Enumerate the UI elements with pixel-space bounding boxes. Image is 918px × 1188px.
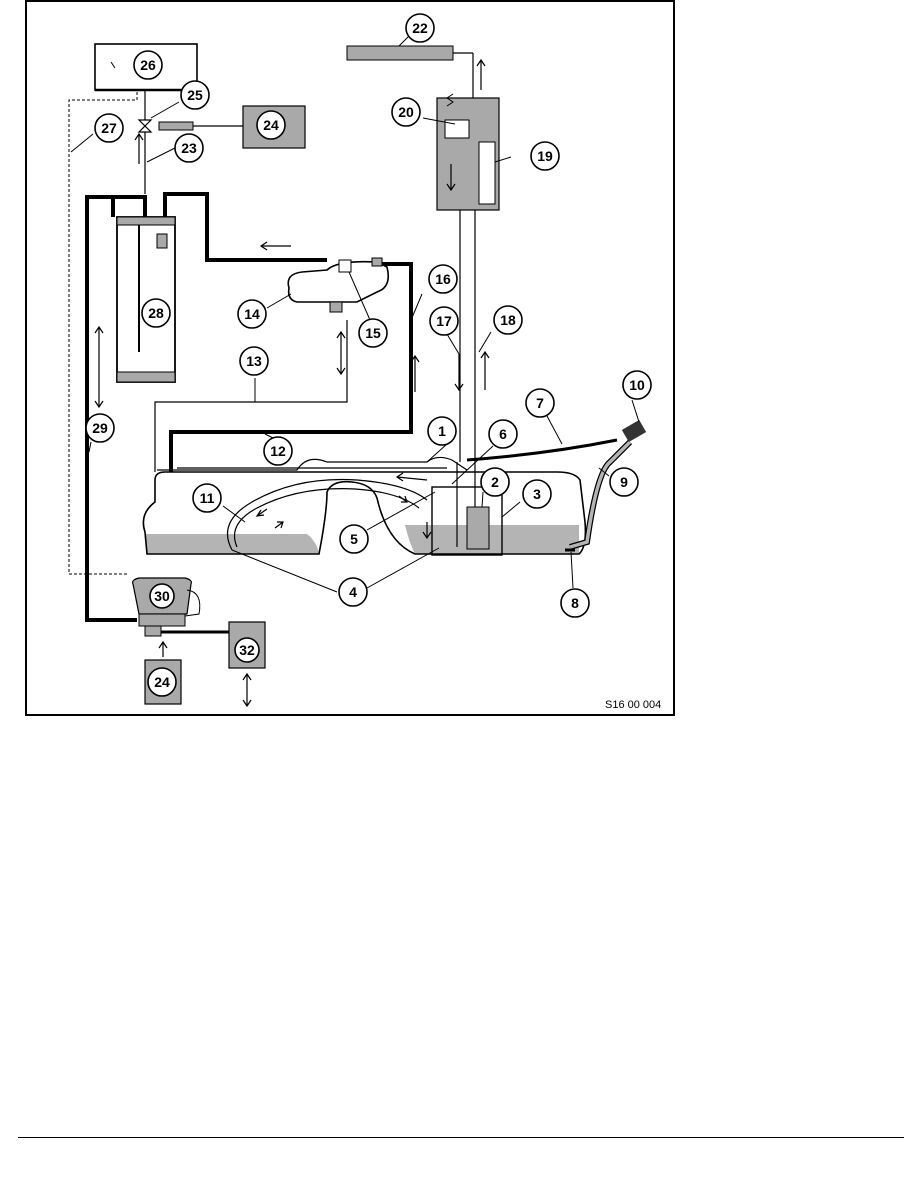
svg-text:23: 23 xyxy=(181,140,197,156)
svg-text:24: 24 xyxy=(263,117,279,133)
flow-arrows xyxy=(94,58,490,708)
callout-16: 16 xyxy=(428,264,458,294)
tank-fuel-level xyxy=(145,534,319,554)
svg-text:17: 17 xyxy=(436,313,452,329)
callout-19: 19 xyxy=(530,141,560,171)
callout-10: 10 xyxy=(622,370,652,400)
callout-30: 30 xyxy=(149,583,175,609)
callout-12: 12 xyxy=(263,436,293,466)
swirl-pot xyxy=(431,486,503,556)
figure-code: S16 00 004 xyxy=(605,699,661,711)
callout-14: 14 xyxy=(237,299,267,329)
callout-27: 27 xyxy=(94,113,124,143)
svg-text:25: 25 xyxy=(187,87,203,103)
callout-25: 25 xyxy=(180,80,210,110)
suction-jet-line-inner xyxy=(233,488,420,548)
vent-line-29b xyxy=(113,195,147,217)
pressure-regulator xyxy=(444,119,470,139)
callout-17: 17 xyxy=(429,306,459,336)
fuel-pump xyxy=(466,506,490,550)
callout-2: 2 xyxy=(480,467,510,497)
vent-line-29 xyxy=(85,195,137,622)
svg-text:6: 6 xyxy=(499,426,507,442)
svg-text:14: 14 xyxy=(244,306,260,322)
callout-6: 6 xyxy=(488,419,518,449)
svg-text:20: 20 xyxy=(398,104,414,120)
svg-text:9: 9 xyxy=(620,474,628,490)
callout-7: 7 xyxy=(525,388,555,418)
callout-8: 8 xyxy=(560,588,590,618)
callout-5: 5 xyxy=(339,524,369,554)
callout-23: 23 xyxy=(174,133,204,163)
svg-text:7: 7 xyxy=(536,395,544,411)
svg-text:32: 32 xyxy=(239,642,255,658)
svg-text:5: 5 xyxy=(350,531,358,547)
fuel-tank xyxy=(142,419,647,556)
figure-frame: 1 2 3 4 5 6 7 8 9 10 11 12 13 14 15 16 1… xyxy=(25,0,675,716)
callout-1: 1 xyxy=(427,416,457,446)
filler-neck-inner xyxy=(569,440,632,549)
svg-text:2: 2 xyxy=(491,474,499,490)
svg-text:8: 8 xyxy=(571,595,579,611)
svg-text:29: 29 xyxy=(92,420,108,436)
svg-text:3: 3 xyxy=(533,486,541,502)
svg-text:12: 12 xyxy=(270,443,286,459)
callout-22: 22 xyxy=(405,13,435,43)
dashed-signal-line xyxy=(68,92,138,575)
expansion-tank xyxy=(287,260,390,303)
svg-text:11: 11 xyxy=(200,490,215,506)
canister-outlet-line xyxy=(163,192,327,262)
svg-text:13: 13 xyxy=(246,353,262,369)
footer-rule xyxy=(18,1137,904,1138)
fuel-rail xyxy=(346,45,454,61)
svg-text:19: 19 xyxy=(537,148,553,164)
callout-15: 15 xyxy=(358,318,388,348)
svg-text:4: 4 xyxy=(349,584,357,600)
tank-top-ridge xyxy=(157,456,468,471)
callout-11: 11 xyxy=(192,483,222,513)
callout-29: 29 xyxy=(85,413,115,443)
callout-24-top: 24 xyxy=(256,110,286,140)
vent-line xyxy=(466,438,618,462)
leader-lines xyxy=(70,35,640,593)
callout-24-bottom: 24 xyxy=(147,667,177,697)
callout-28: 28 xyxy=(141,298,171,328)
svg-text:10: 10 xyxy=(629,377,645,393)
tank-outline xyxy=(142,471,587,555)
vent-line-13 xyxy=(154,320,348,472)
svg-text:18: 18 xyxy=(500,312,516,328)
callout-4: 4 xyxy=(338,577,368,607)
vent-line-12 xyxy=(169,262,413,472)
fuel-filter xyxy=(478,141,496,205)
svg-text:27: 27 xyxy=(101,120,117,136)
callout-3: 3 xyxy=(522,479,552,509)
callout-9: 9 xyxy=(609,467,639,497)
callout-18: 18 xyxy=(493,305,523,335)
tank-fuel-level-right xyxy=(405,525,579,554)
svg-text:1: 1 xyxy=(438,423,446,439)
callout-13: 13 xyxy=(239,346,269,376)
callout-26: 26 xyxy=(133,50,163,80)
filler-cap xyxy=(621,419,647,443)
svg-text:28: 28 xyxy=(148,305,164,321)
suction-jet-line xyxy=(226,478,428,551)
svg-text:30: 30 xyxy=(154,588,170,604)
svg-text:16: 16 xyxy=(435,271,451,287)
svg-text:22: 22 xyxy=(412,20,428,36)
callout-20: 20 xyxy=(391,97,421,127)
svg-text:15: 15 xyxy=(365,325,381,341)
callout-32: 32 xyxy=(234,637,260,663)
fuel-system-diagram: 1 2 3 4 5 6 7 8 9 10 11 12 13 14 15 16 1… xyxy=(68,13,661,711)
tank-vent-valve xyxy=(137,119,153,133)
svg-text:24: 24 xyxy=(154,674,170,690)
svg-text:26: 26 xyxy=(140,57,156,73)
